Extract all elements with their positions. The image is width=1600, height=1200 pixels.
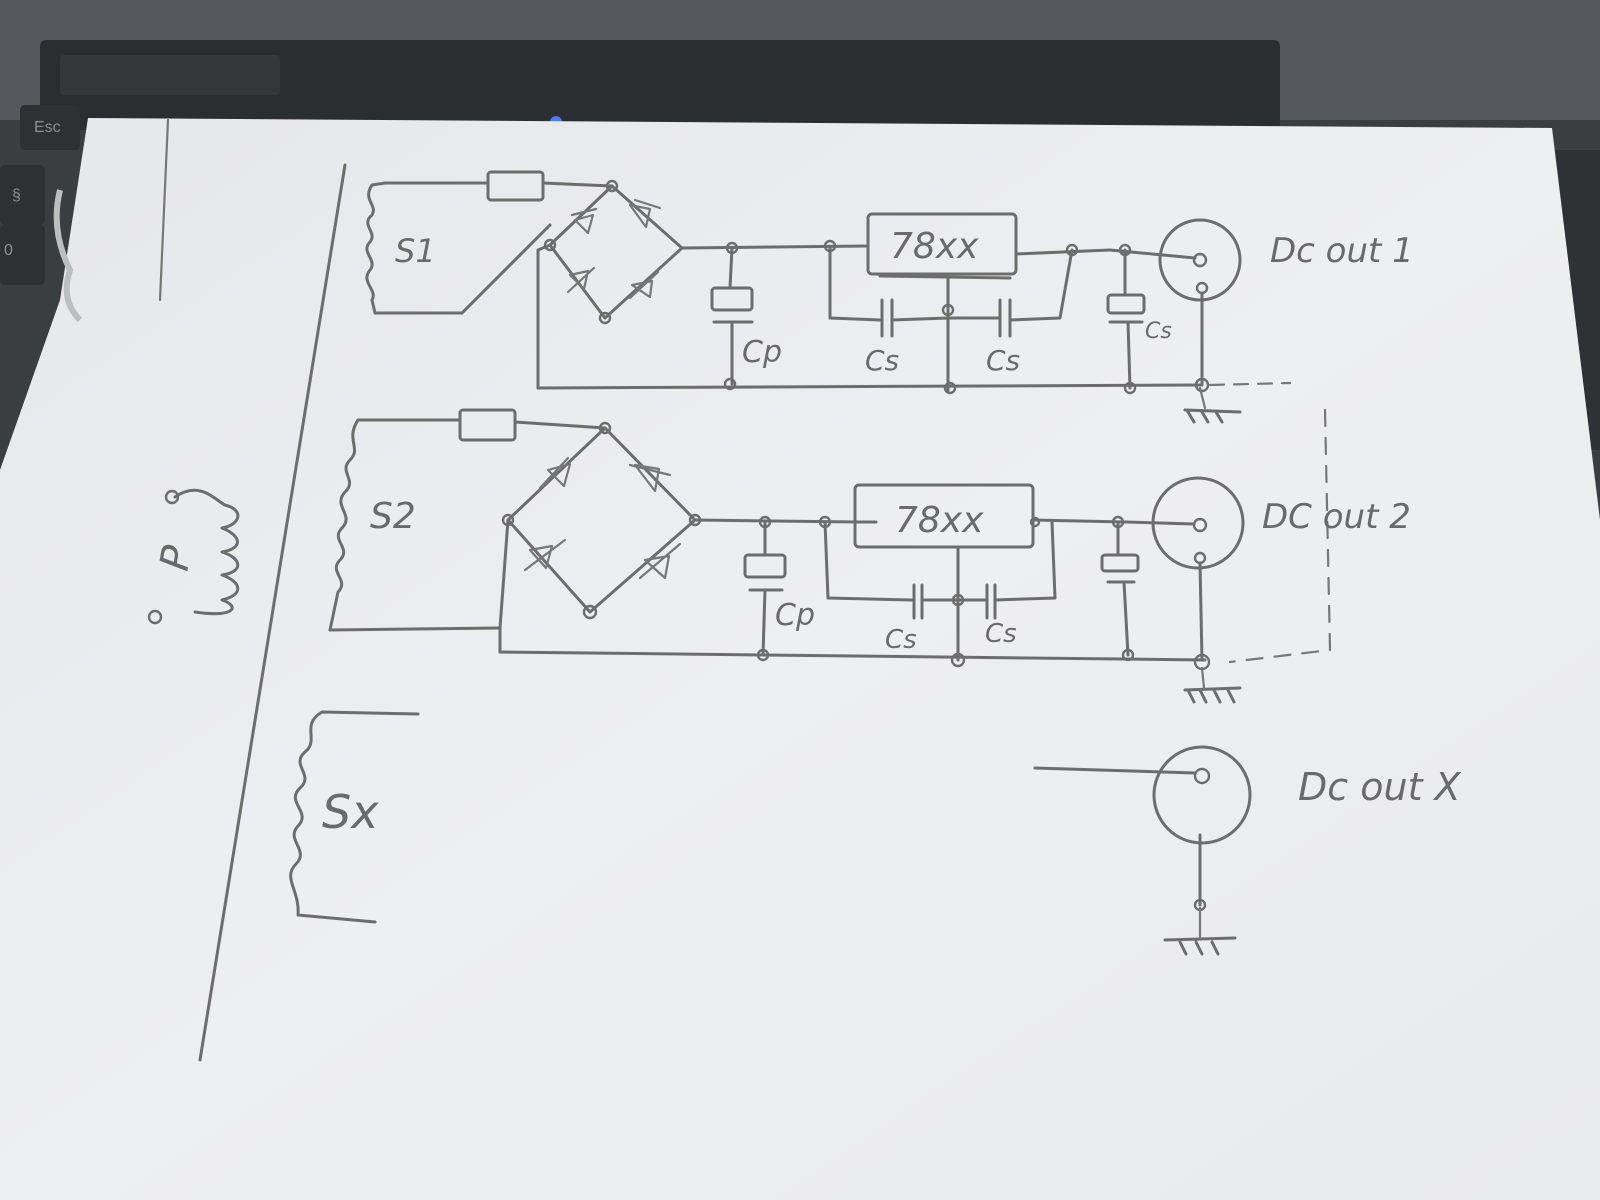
torn-edge bbox=[53, 189, 83, 323]
regulator-78xx-2: 78xx bbox=[818, 483, 1127, 662]
secondary-winding-s2 bbox=[328, 418, 462, 632]
output-label-x: Dc out X bbox=[1298, 765, 1462, 809]
bridge-rectifier-s1 bbox=[543, 179, 684, 325]
bypass-capacitors-2: Cs Cs bbox=[823, 520, 1057, 655]
cap-label-cs-1a: Cs bbox=[865, 344, 899, 377]
dc-jack-x[interactable] bbox=[1033, 745, 1252, 956]
secondary-label-sx: Sx bbox=[322, 785, 379, 839]
key-esc-label: Esc bbox=[34, 119, 61, 136]
output-label-2: DC out 2 bbox=[1262, 497, 1411, 537]
keyboard-body bbox=[40, 40, 1280, 130]
cap-label-cs-2a: Cs bbox=[885, 625, 917, 655]
secondary-winding-s1 bbox=[365, 181, 387, 315]
output-capacitor-1: Cs bbox=[1106, 243, 1172, 390]
regulator-label-2: 78xx bbox=[895, 500, 984, 541]
primary-label: P bbox=[152, 542, 202, 575]
fuse-s2 bbox=[458, 408, 517, 442]
ground-rail-2 bbox=[498, 650, 1207, 662]
bridge-rectifier-s2 bbox=[501, 421, 702, 620]
primary-winding: P bbox=[147, 488, 240, 625]
filter-capacitor-cp-1: Cp bbox=[710, 241, 782, 386]
dashed-boundary-side bbox=[1228, 408, 1332, 664]
regulator-label-1: 78xx bbox=[890, 226, 979, 267]
secondary-label-s1: S1 bbox=[395, 232, 436, 270]
key-zero-label: 0 bbox=[4, 242, 13, 259]
stage-x: Sx Dc out X bbox=[289, 710, 1462, 956]
secondary-winding-sx bbox=[289, 710, 420, 924]
stage-2: S2 Cp 78xx bbox=[328, 408, 1411, 704]
function-key-row bbox=[60, 55, 280, 95]
key-zero bbox=[0, 225, 45, 285]
bypass-capacitors-1: Cs Cs bbox=[828, 243, 1079, 377]
stage-1: S1 Cp bbox=[365, 170, 1414, 424]
filter-capacitor-cp-2: Cp bbox=[743, 515, 815, 662]
cap-label-cs-2b: Cs bbox=[985, 619, 1017, 649]
cap-label-cp-2: Cp bbox=[775, 598, 815, 633]
key-esc bbox=[20, 105, 80, 150]
ground-rail-1 bbox=[536, 383, 1202, 390]
ground-symbol-x bbox=[1163, 936, 1237, 956]
cap-label-cs-1c: Cs bbox=[1145, 319, 1172, 344]
cap-label-cp-1: Cp bbox=[742, 335, 782, 370]
key-section-label: § bbox=[12, 187, 21, 204]
dc-jack-2[interactable] bbox=[1123, 476, 1245, 704]
output-capacitor-2 bbox=[1100, 515, 1140, 662]
ground-symbol-1 bbox=[1183, 408, 1242, 424]
dc-jack-1[interactable] bbox=[1108, 218, 1242, 424]
output-label-1: Dc out 1 bbox=[1270, 231, 1414, 271]
key-section bbox=[0, 165, 45, 225]
margin-line bbox=[198, 163, 347, 1062]
dashed-boundary-top bbox=[1208, 381, 1292, 387]
paper-fold-edge bbox=[158, 118, 170, 302]
fuse-s1 bbox=[486, 170, 545, 202]
secondary-label-s2: S2 bbox=[370, 496, 416, 537]
cap-label-cs-1b: Cs bbox=[986, 344, 1020, 377]
regulator-78xx-1: 78xx bbox=[823, 212, 1112, 394]
ground-symbol-2 bbox=[1183, 686, 1242, 704]
